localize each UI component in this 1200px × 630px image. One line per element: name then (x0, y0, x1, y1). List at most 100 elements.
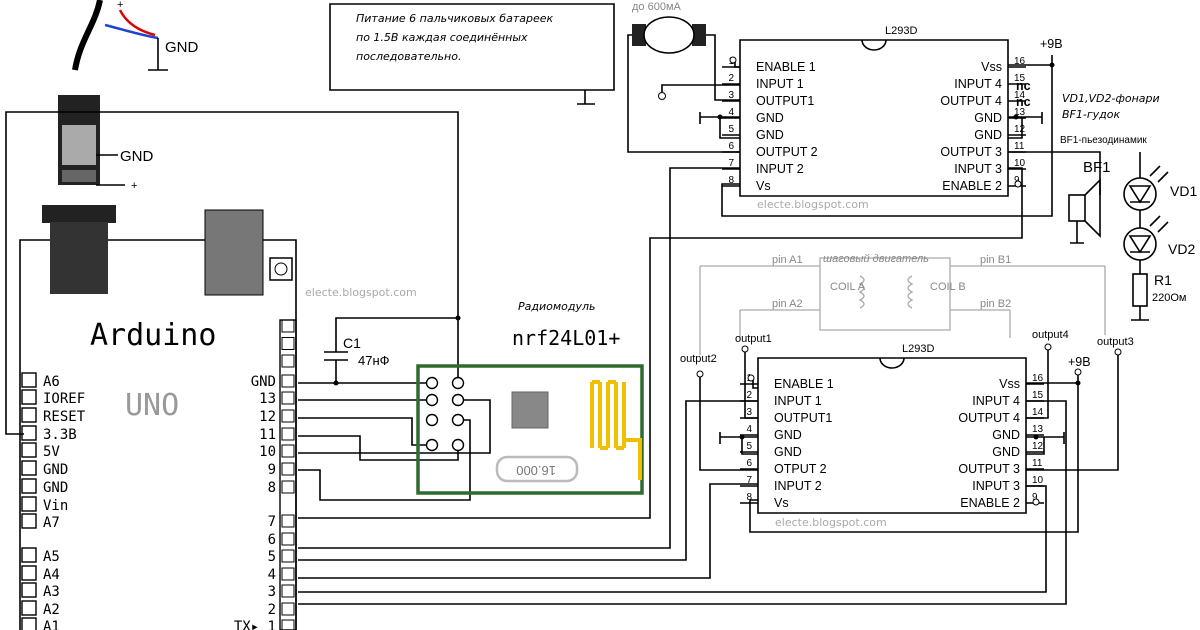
driver-pin-label: GND (974, 128, 1002, 142)
arduino-right-pin (281, 514, 295, 528)
driver-pin-number: 2 (728, 73, 734, 84)
arduino-right-pin-label: 4 (268, 567, 276, 583)
arduino-left-pin (21, 565, 37, 581)
arduino-left-pin (21, 478, 37, 494)
arduino-right-pin (281, 602, 295, 616)
bf1-label: BF1 (1083, 159, 1111, 176)
driver-pin-number: 9 (1014, 175, 1020, 186)
driver-pin-number: 2 (746, 390, 752, 401)
output3-label: output3 (1097, 336, 1134, 348)
driver-pin-number: 3 (728, 90, 734, 101)
nrf-pin (451, 438, 465, 452)
output4-label: output4 (1032, 329, 1069, 341)
driver-pin-label: GND (756, 111, 784, 125)
arduino-left-pin-label: 3.3В (43, 427, 77, 443)
arduino-right-pin-label: 5 (268, 549, 276, 565)
nrf-pin (425, 413, 439, 427)
arduino-left-pin-label: Vin (43, 498, 68, 514)
arduino-right-pin (281, 549, 295, 563)
driver-pin-label: OUTPUT 2 (756, 145, 818, 159)
driver-pin-number: 10 (1032, 475, 1044, 486)
driver-pin-number: 12 (1014, 124, 1026, 135)
arduino-right-pin (281, 374, 295, 388)
driver-pin-label: INPUT 4 (954, 77, 1002, 91)
driver-pin-number: 6 (728, 141, 734, 152)
nrf-chip (511, 391, 549, 429)
arduino-left-pin (21, 513, 37, 529)
arduino-right-pin-label: GND (251, 374, 276, 390)
arduino-left-pin (21, 600, 37, 616)
watermark-2: electe.blogspot.com (757, 198, 869, 211)
output1-label: output1 (735, 333, 772, 345)
driver-pin-number: 9 (1032, 492, 1038, 503)
legend-line2: BF1-гудок (1062, 108, 1120, 121)
nrf-pin (451, 413, 465, 427)
driver-pin-label: GND (992, 428, 1020, 442)
arduino-right-pin-label: 8 (268, 480, 276, 496)
legend-line1: VD1,VD2-фонари (1062, 92, 1160, 105)
arduino-left-pin (21, 389, 37, 405)
radio-name: nrf24L01+ (512, 326, 620, 350)
driver-pin-number: 8 (746, 492, 752, 503)
nc-14: nc (1016, 95, 1031, 109)
driver-pin-label: GND (756, 128, 784, 142)
motor-label: до 600мА (632, 1, 682, 13)
watermark-1: electe.blogspot.com (305, 286, 417, 299)
note-line1: Питание 6 пальчиковых батареек (356, 12, 554, 25)
nrf-antenna (590, 380, 642, 480)
arduino-right-pin-label: TX▸ 1 (234, 619, 276, 630)
arduino-left-pin (21, 407, 37, 423)
arduino-right-pin (281, 532, 295, 546)
arduino-left-pin (21, 617, 37, 630)
driver-pin-label: GND (974, 111, 1002, 125)
driver-pin-number: 10 (1014, 158, 1026, 169)
arduino-left-pin (21, 425, 37, 441)
arduino-right-pin (281, 619, 295, 630)
led-chain: VD1 VD2 R1 220Ом (1123, 152, 1197, 321)
arduino-left-pin (21, 460, 37, 476)
driver-pin-label: OUTPUT 4 (958, 411, 1020, 425)
bf1-buzzer: BF1 (1068, 159, 1111, 244)
driver-pin-label: INPUT 3 (972, 479, 1020, 493)
driver-pin-label: INPUT 3 (954, 162, 1002, 176)
driver2-name: L293D (902, 343, 934, 355)
driver-pin-label: ENABLE 1 (774, 377, 834, 391)
driver-pin-label: OUTPUT 4 (940, 94, 1002, 108)
driver-pin-label: OTPUT 2 (774, 462, 827, 476)
watermark-3: electe.blogspot.com (775, 516, 887, 529)
arduino-left-pin-label: A4 (43, 567, 60, 583)
driver-pin-label: Vss (981, 60, 1002, 74)
arduino-left-pin (21, 496, 37, 512)
nrf-pin (425, 376, 439, 390)
arduino-right-pin-label: 7 (268, 514, 276, 530)
driver-pin-number: 8 (728, 175, 734, 186)
note-line2: по 1.5В каждая соединённых (356, 31, 528, 44)
arduino-right-pin (281, 444, 295, 458)
arduino-board: Arduino UNO A6IOREFRESET3.3В5VGNDGNDVinA… (19, 205, 417, 630)
driver2-supply: +9В (1068, 355, 1091, 369)
pin-a1: pin A1 (772, 254, 803, 266)
nrf-pin (451, 393, 465, 407)
driver-pin-number: 3 (746, 407, 752, 418)
plus-jack-label: + (131, 180, 137, 192)
driver-pin-label: INPUT 2 (756, 162, 804, 176)
driver-pin-number: 16 (1014, 56, 1026, 67)
crystal-label: 16.000 (516, 463, 556, 478)
driver-pin-label: OUTPUT 3 (940, 145, 1002, 159)
coil-a-label: COIL A (830, 281, 866, 293)
driver-pin-label: OUTPUT 3 (958, 462, 1020, 476)
driver-pin-number: 12 (1032, 441, 1044, 452)
driver-pin-label: GND (774, 428, 802, 442)
driver-pin-label: INPUT 1 (756, 77, 804, 91)
driver-pin-number: 15 (1014, 73, 1026, 84)
arduino-left-pin (21, 442, 37, 458)
r1-label: R1 (1154, 272, 1172, 288)
arduino-left-pin-label: A2 (43, 602, 60, 618)
gnd-jack-label: GND (120, 148, 154, 165)
driver-pin-number: 6 (746, 458, 752, 469)
dc-jack (204, 209, 264, 296)
pin-b1: pin B1 (980, 254, 1011, 266)
arduino-title: Arduino (90, 318, 216, 353)
